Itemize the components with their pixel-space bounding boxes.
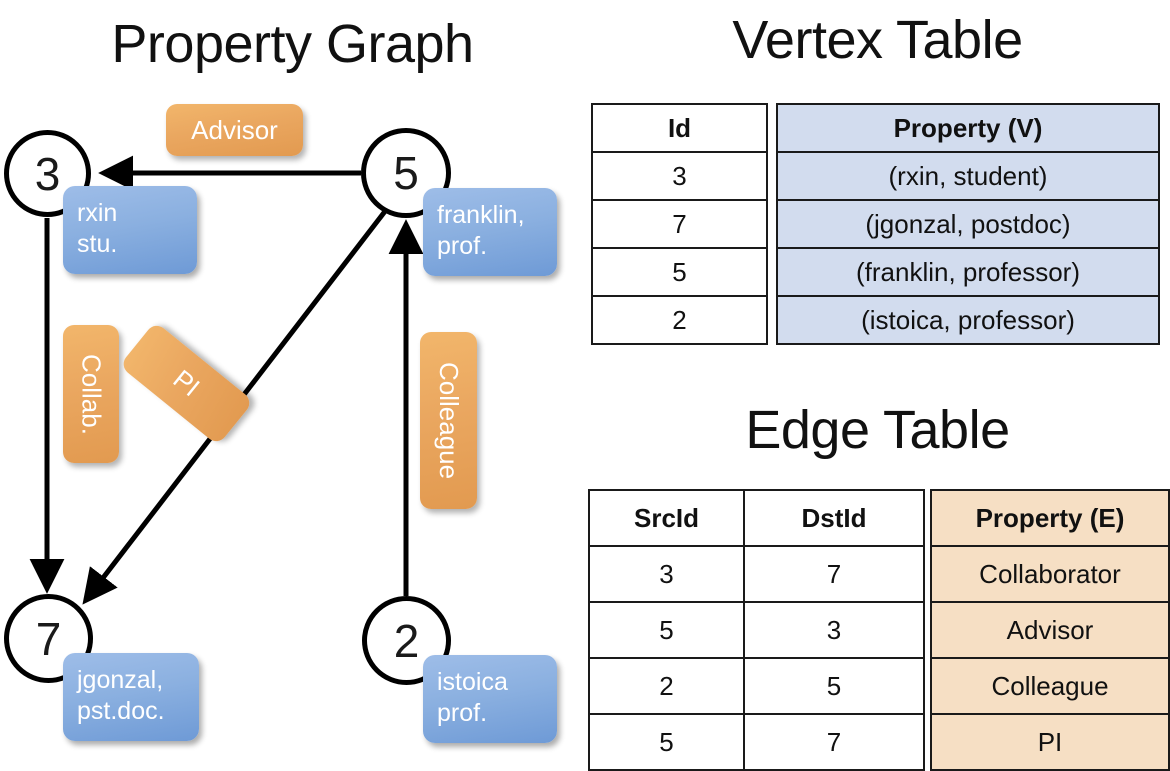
edge-table-column-gap bbox=[924, 546, 931, 602]
edge-label-colleague: Colleague bbox=[434, 361, 464, 480]
edge-row-2-dst: 5 bbox=[743, 657, 925, 715]
table-row: 2 5 Colleague bbox=[588, 657, 1170, 715]
vertex-row-3-id: 2 bbox=[591, 295, 768, 345]
edge-row-3-property: PI bbox=[930, 713, 1170, 771]
edge-row-2-src: 2 bbox=[588, 657, 745, 715]
edge-table-column-gap bbox=[924, 490, 931, 546]
edge-row-1-property: Advisor bbox=[930, 601, 1170, 659]
edge-row-2-property: Colleague bbox=[930, 657, 1170, 715]
vertex-table-header-property: Property (V) bbox=[776, 103, 1160, 153]
page-title-vertex-table: Vertex Table bbox=[732, 10, 1023, 70]
vertex-row-2-property: (franklin, professor) bbox=[776, 247, 1160, 297]
edge-row-3-dst: 7 bbox=[743, 713, 925, 771]
table-row: 3 7 Collaborator bbox=[588, 545, 1170, 603]
edge-row-1-dst: 3 bbox=[743, 601, 925, 659]
graph-node-2[interactable]: 2 bbox=[362, 596, 451, 685]
table-row: 3 (rxin, student) bbox=[591, 151, 1160, 201]
vertex-row-2-id: 5 bbox=[591, 247, 768, 297]
table-row: 5 3 Advisor bbox=[588, 601, 1170, 659]
node-property-box-jgonzal: jgonzal, pst.doc. bbox=[63, 653, 199, 741]
vertex-table-column-gap bbox=[767, 248, 777, 296]
vertex-table-column-gap bbox=[767, 152, 777, 200]
edge-table: SrcId DstId Property (E) 3 7 Collaborato… bbox=[588, 489, 1170, 771]
edge-label-box-colleague: Colleague bbox=[420, 332, 477, 509]
edge-row-3-src: 5 bbox=[588, 713, 745, 771]
edge-table-column-gap bbox=[924, 714, 931, 770]
vertex-table-header-row: Id Property (V) bbox=[591, 103, 1160, 153]
graph-node-5[interactable]: 5 bbox=[361, 128, 451, 218]
page-title-property-graph: Property Graph bbox=[111, 14, 474, 74]
table-row: 7 (jgonzal, postdoc) bbox=[591, 199, 1160, 249]
vertex-table-column-gap bbox=[767, 104, 777, 152]
node-property-franklin-line2: prof. bbox=[437, 232, 488, 260]
node-property-box-istoica: istoica prof. bbox=[423, 655, 557, 743]
graph-node-5-label: 5 bbox=[393, 147, 419, 199]
node-property-box-rxin: rxin stu. bbox=[63, 186, 197, 274]
vertex-table-column-gap bbox=[767, 296, 777, 344]
vertex-row-0-property: (rxin, student) bbox=[776, 151, 1160, 201]
node-property-istoica-line2: prof. bbox=[437, 699, 488, 727]
node-property-istoica-line1: istoica bbox=[437, 668, 508, 696]
vertex-row-1-id: 7 bbox=[591, 199, 768, 249]
edge-table-column-gap bbox=[924, 658, 931, 714]
node-property-rxin-line1: rxin bbox=[77, 199, 118, 227]
table-row: 5 (franklin, professor) bbox=[591, 247, 1160, 297]
vertex-table: Id Property (V) 3 (rxin, student) 7 (jgo… bbox=[591, 103, 1160, 345]
vertex-row-1-property: (jgonzal, postdoc) bbox=[776, 199, 1160, 249]
edge-label-box-advisor: Advisor bbox=[166, 104, 303, 156]
edge-row-0-property: Collaborator bbox=[930, 545, 1170, 603]
edge-label-pi: PI bbox=[167, 363, 206, 403]
edge-row-1-src: 5 bbox=[588, 601, 745, 659]
node-property-franklin-line1: franklin, bbox=[437, 201, 525, 229]
graph-node-3-label: 3 bbox=[34, 147, 61, 200]
edge-label-collaborator: Collab. bbox=[76, 353, 107, 435]
edge-table-header-dstid: DstId bbox=[743, 489, 925, 547]
vertex-row-0-id: 3 bbox=[591, 151, 768, 201]
node-property-box-franklin: franklin, prof. bbox=[423, 188, 557, 276]
node-property-jgonzal-line2: pst.doc. bbox=[77, 697, 165, 725]
edge-row-0-src: 3 bbox=[588, 545, 745, 603]
node-property-jgonzal-line1: jgonzal, bbox=[77, 666, 164, 694]
edge-table-column-gap bbox=[924, 602, 931, 658]
node-property-rxin-line2: stu. bbox=[77, 230, 118, 258]
edge-table-header-property: Property (E) bbox=[930, 489, 1170, 547]
edge-label-advisor: Advisor bbox=[191, 114, 278, 145]
vertex-row-3-property: (istoica, professor) bbox=[776, 295, 1160, 345]
table-row: 5 7 PI bbox=[588, 713, 1170, 771]
graph-node-7-label: 7 bbox=[35, 612, 62, 665]
page-title-edge-table: Edge Table bbox=[745, 400, 1010, 460]
edge-table-header-row: SrcId DstId Property (E) bbox=[588, 489, 1170, 547]
vertex-table-header-id: Id bbox=[591, 103, 768, 153]
edge-row-0-dst: 7 bbox=[743, 545, 925, 603]
table-row: 2 (istoica, professor) bbox=[591, 295, 1160, 345]
edge-label-box-collaborator: Collab. bbox=[63, 325, 119, 463]
edge-table-header-srcid: SrcId bbox=[588, 489, 745, 547]
vertex-table-column-gap bbox=[767, 200, 777, 248]
graph-node-2-label: 2 bbox=[393, 614, 420, 667]
